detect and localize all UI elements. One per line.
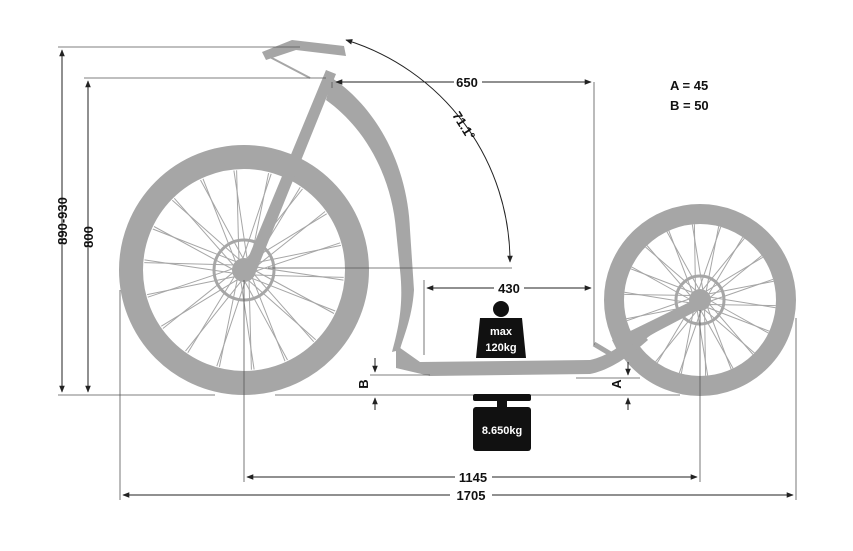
wheel-spoke xyxy=(248,278,252,370)
wheel-spoke xyxy=(626,297,692,322)
wheel-spoke xyxy=(218,277,239,367)
wheel-spoke xyxy=(153,226,235,271)
wheel-spoke xyxy=(624,293,693,296)
wheel-spoke xyxy=(706,280,774,295)
wheel-spoke xyxy=(251,276,286,362)
deck xyxy=(396,330,648,376)
wheel-spoke xyxy=(253,273,315,343)
wheel-spoke xyxy=(147,267,235,298)
rear-fork xyxy=(612,296,706,352)
dim-b: B xyxy=(356,358,378,410)
wheel-spoke xyxy=(691,224,704,292)
wheel-spoke xyxy=(216,279,247,367)
rear-wheel xyxy=(604,204,796,396)
wheel-spoke xyxy=(144,259,235,274)
wheel-spoke xyxy=(705,306,770,332)
wheel-spoke xyxy=(152,228,238,263)
dim-wheelbase: 1145 xyxy=(246,470,698,485)
wheel-spoke xyxy=(187,274,236,353)
wheel-spoke xyxy=(233,170,248,261)
legend-a: A = 45 xyxy=(670,78,708,93)
wheel-spoke xyxy=(705,226,720,294)
dim-b-label: B xyxy=(356,379,371,388)
wheel-spoke xyxy=(171,199,241,261)
dim-deck-length-label: 430 xyxy=(498,281,520,296)
wheel-spoke xyxy=(147,275,237,296)
dim-frame-height: 800 xyxy=(81,80,96,393)
wheel-spoke xyxy=(253,266,344,281)
scale-weight-icon: 8.650kg xyxy=(473,394,531,451)
dim-reach-label: 650 xyxy=(456,75,478,90)
wheel-spoke xyxy=(202,178,237,264)
wheel-spoke xyxy=(161,278,240,327)
handlebar xyxy=(262,40,346,60)
dim-reach: 650 xyxy=(335,75,592,90)
wheel-spoke xyxy=(699,308,734,369)
wheel-spoke xyxy=(696,308,709,376)
wheel-spoke xyxy=(666,231,701,292)
wheel-spoke xyxy=(708,255,763,299)
wheel-spoke xyxy=(243,279,288,361)
dim-handlebar-height: 890-930 xyxy=(55,49,70,393)
max-load-line2: 120kg xyxy=(485,342,516,354)
wheel-spoke xyxy=(251,244,341,265)
wheel-spoke xyxy=(630,268,695,294)
wheel-spoke xyxy=(253,242,341,273)
wheel-spoke xyxy=(241,173,272,261)
wheel-spoke xyxy=(252,274,344,278)
dim-handlebar-height-label: 890-930 xyxy=(55,197,70,245)
wheel-spoke xyxy=(162,271,235,329)
dim-overall-length-label: 1705 xyxy=(457,488,486,503)
wheel-spoke xyxy=(708,296,776,309)
wheel-spoke xyxy=(250,277,336,312)
dim-a: A xyxy=(609,362,631,410)
wheel-spoke xyxy=(707,236,744,296)
extension-lines xyxy=(58,46,797,500)
wheel-spoke xyxy=(247,279,317,341)
legend: A = 45 B = 50 xyxy=(670,78,709,113)
wheel-spoke xyxy=(680,306,695,374)
dim-overall-length: 1705 xyxy=(122,488,794,503)
wheel-spoke xyxy=(240,279,255,370)
wheel-spoke xyxy=(144,262,236,266)
front-fork xyxy=(244,70,336,272)
dim-wheelbase-label: 1145 xyxy=(459,470,487,485)
wheel-spoke xyxy=(200,179,245,261)
dim-deck-length: 430 xyxy=(426,281,592,296)
wheel-spoke xyxy=(173,197,235,267)
wheel-spoke xyxy=(185,279,243,352)
legend-b: B = 50 xyxy=(670,98,709,113)
wheel-spoke xyxy=(236,170,240,262)
max-load-weight-icon: max 120kg xyxy=(476,301,526,358)
max-load-line1: max xyxy=(490,326,513,338)
wheel-spoke xyxy=(645,246,698,292)
wheel-spoke xyxy=(702,308,755,354)
wheel-spoke xyxy=(253,211,326,269)
dim-head-angle: 71.1° xyxy=(345,39,513,263)
dim-a-label: A xyxy=(609,379,624,389)
wheel-spoke xyxy=(253,269,335,314)
scale-weight-label: 8.650kg xyxy=(482,425,522,437)
dim-frame-height-label: 800 xyxy=(81,226,96,248)
